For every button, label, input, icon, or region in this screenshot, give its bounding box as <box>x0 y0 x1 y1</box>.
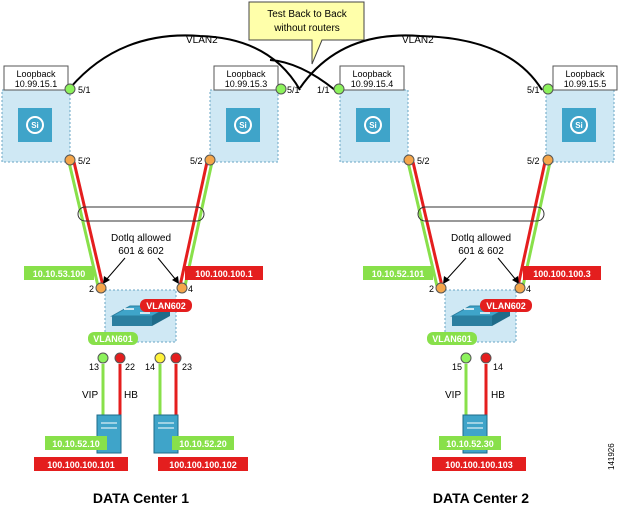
svg-text:VLAN602: VLAN602 <box>146 301 186 311</box>
port-label: 15 <box>452 362 462 372</box>
dc2-title: DATA Center 2 <box>433 490 529 506</box>
vip-label-dc1: VIP <box>82 390 98 401</box>
server1-green-ip: 10.10.52.10 <box>45 436 107 450</box>
dc2-uplink-green-ip: 10.10.52.101 <box>363 266 433 280</box>
server1-red-ip: 100.100.100.101 <box>34 457 128 471</box>
svg-text:100.100.100.102: 100.100.100.102 <box>169 460 237 470</box>
loopback-ip-2: 10.99.15.3 <box>225 79 268 89</box>
port-label: 5/1 <box>287 85 300 95</box>
dc2-vlan602-badge: VLAN602 <box>480 299 532 312</box>
vlan2-label-left: VLAN2 <box>186 35 218 46</box>
core-switch-1: Loopback 10.99.15.1 Si <box>1 65 71 163</box>
port-label: 13 <box>89 362 99 372</box>
port-label: 23 <box>182 362 192 372</box>
hb-label-dc1: HB <box>124 390 138 401</box>
server3-green-ip: 10.10.52.30 <box>439 436 501 450</box>
dotlq-vlans-dc1: 601 & 602 <box>118 246 164 257</box>
port-label: 2 <box>89 284 94 294</box>
port-label: 5/1 <box>527 85 540 95</box>
svg-text:Si: Si <box>239 121 247 130</box>
svg-text:VLAN601: VLAN601 <box>432 334 472 344</box>
svg-text:VLAN602: VLAN602 <box>486 301 526 311</box>
loopback-word-3: Loopback <box>352 69 392 79</box>
port-label: 5/2 <box>417 156 430 166</box>
svg-text:10.10.52.30: 10.10.52.30 <box>446 439 494 449</box>
port-label: 5/2 <box>527 156 540 166</box>
loopback-word-1: Loopback <box>16 69 56 79</box>
layer3-switch-icon: Si <box>226 108 260 142</box>
server-icon <box>153 414 179 454</box>
port-label: 14 <box>145 362 155 372</box>
port-channel-dc1 <box>77 206 205 222</box>
loopback-word-2: Loopback <box>226 69 266 79</box>
svg-text:100.100.100.1: 100.100.100.1 <box>195 269 253 279</box>
callout: Test Back to Back without routers <box>248 1 365 65</box>
port-label: 5/2 <box>190 156 203 166</box>
svg-text:10.10.52.20: 10.10.52.20 <box>179 439 227 449</box>
svg-text:Si: Si <box>575 121 583 130</box>
dc2-uplink-red-ip: 100.100.100.3 <box>523 266 601 280</box>
port-label: 2 <box>429 284 434 294</box>
layer3-switch-icon: Si <box>18 108 52 142</box>
dc2-vlan601-badge: VLAN601 <box>427 332 477 345</box>
dc1-vlan601-badge: VLAN601 <box>88 332 138 345</box>
vlan2-label-right: VLAN2 <box>402 35 434 46</box>
port-label: 22 <box>125 362 135 372</box>
dc1-vlan602-badge: VLAN602 <box>140 299 192 312</box>
loopback-ip-4: 10.99.15.5 <box>564 79 607 89</box>
svg-text:10.10.53.100: 10.10.53.100 <box>33 269 86 279</box>
svg-text:10.10.52.101: 10.10.52.101 <box>372 269 425 279</box>
vlan2-arc-right <box>299 34 543 91</box>
svg-text:Si: Si <box>31 121 39 130</box>
port-label: 4 <box>526 284 531 294</box>
vlan2-cross-link <box>269 59 336 91</box>
vip-label-dc2: VIP <box>445 390 461 401</box>
port-label: 5/1 <box>78 85 91 95</box>
svg-text:100.100.100.3: 100.100.100.3 <box>533 269 591 279</box>
vlan2-arc-left <box>69 34 301 91</box>
port-label: 1/1 <box>317 85 330 95</box>
server2-red-ip: 100.100.100.102 <box>158 457 248 471</box>
port-label: 14 <box>493 362 503 372</box>
svg-text:Si: Si <box>369 121 377 130</box>
core-switch-4: Loopback 10.99.15.5 Si <box>545 65 618 163</box>
svg-text:100.100.100.103: 100.100.100.103 <box>445 460 513 470</box>
layer3-switch-icon: Si <box>562 108 596 142</box>
loopback-word-4: Loopback <box>565 69 605 79</box>
hb-label-dc2: HB <box>491 390 505 401</box>
callout-line2: without routers <box>273 23 340 34</box>
port-label: 4 <box>188 284 193 294</box>
server3-red-ip: 100.100.100.103 <box>432 457 526 471</box>
core-switch-3: Loopback 10.99.15.4 Si <box>339 65 409 163</box>
svg-text:100.100.100.101: 100.100.100.101 <box>47 460 115 470</box>
loopback-ip-1: 10.99.15.1 <box>15 79 58 89</box>
core-switch-2: Loopback 10.99.15.3 Si <box>209 65 279 163</box>
svg-text:10.10.52.10: 10.10.52.10 <box>52 439 100 449</box>
dotlq-text-dc2: Dotlq allowed <box>451 233 511 244</box>
layer3-switch-icon: Si <box>356 108 390 142</box>
port-channel-dc2 <box>417 206 545 222</box>
dotlq-text-dc1: Dotlq allowed <box>111 233 171 244</box>
dc1-uplink-red-ip: 100.100.100.1 <box>185 266 263 280</box>
figure-number: 141926 <box>607 443 616 470</box>
loopback-ip-3: 10.99.15.4 <box>351 79 394 89</box>
dotlq-vlans-dc2: 601 & 602 <box>458 246 504 257</box>
server2-green-ip: 10.10.52.20 <box>172 436 234 450</box>
dc1-title: DATA Center 1 <box>93 490 189 506</box>
port-label: 5/2 <box>78 156 91 166</box>
dc1-uplink-green-ip: 10.10.53.100 <box>24 266 94 280</box>
callout-line1: Test Back to Back <box>267 9 347 20</box>
svg-text:VLAN601: VLAN601 <box>93 334 133 344</box>
